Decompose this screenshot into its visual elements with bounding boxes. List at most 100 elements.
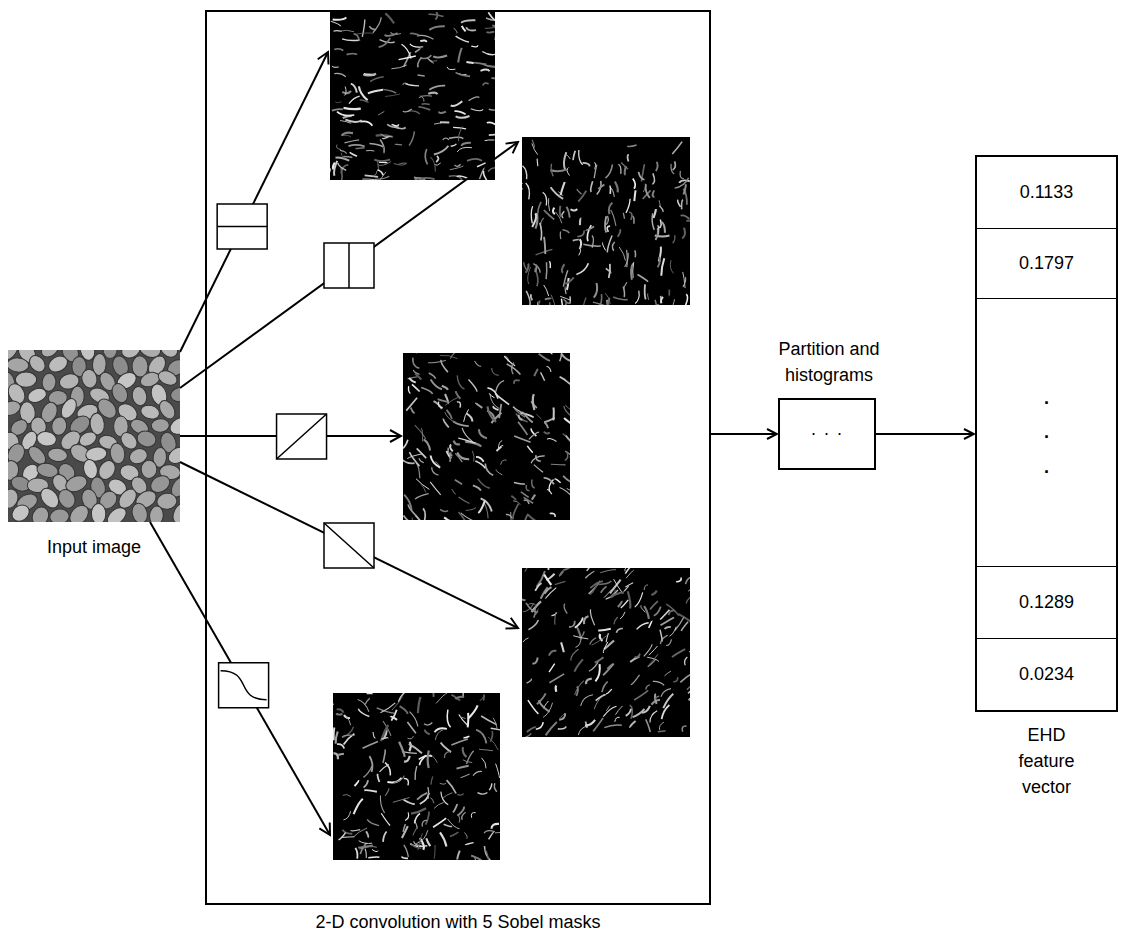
edge-stroke (488, 168, 495, 172)
edge-stroke (665, 627, 671, 629)
edge-stroke (404, 495, 411, 510)
edge-stroke (634, 690, 648, 700)
edge-stroke (593, 302, 606, 305)
edge-stroke (567, 488, 570, 491)
edge-stroke (660, 630, 662, 642)
sobel-mask-symbol (324, 523, 374, 568)
edge-stroke (366, 150, 374, 152)
edge-stroke (564, 406, 570, 416)
edge-stroke (577, 231, 584, 237)
edge-stroke (683, 272, 685, 288)
edge-stroke (465, 833, 468, 839)
edge-stroke (535, 265, 536, 272)
edge-stroke (365, 698, 370, 704)
edge-stroke (623, 213, 624, 219)
edge-stroke (403, 109, 412, 112)
bean (130, 502, 150, 522)
edge-stroke (385, 14, 394, 24)
edge-stroke (422, 103, 430, 105)
edge-texture (522, 140, 690, 305)
edge-stroke (433, 818, 446, 827)
edge-stroke (434, 163, 440, 165)
edge-stroke (385, 94, 400, 97)
edge-stroke (378, 111, 384, 115)
edge-stroke (689, 694, 691, 700)
edge-stroke (583, 163, 590, 167)
edge-stroke (425, 730, 430, 735)
edge-stroke (558, 727, 566, 729)
edge-stroke (541, 372, 545, 380)
filter-arrow (150, 522, 330, 835)
edge-stroke (543, 192, 547, 205)
edge-stroke (529, 620, 539, 630)
edge-stroke (337, 709, 344, 712)
edge-stroke (527, 679, 532, 683)
sobel-mask-symbol (324, 243, 374, 288)
edge-stroke (496, 381, 504, 392)
edge-stroke (631, 675, 640, 685)
edge-stroke (359, 841, 373, 844)
edge-stroke (654, 209, 657, 218)
edge-stroke (528, 700, 539, 714)
edge-stroke (345, 120, 361, 122)
edge-stroke (476, 403, 483, 408)
edge-stroke (417, 35, 434, 39)
edge-stroke (544, 423, 548, 428)
edge-stroke (565, 277, 574, 283)
edge-stroke (598, 185, 604, 189)
edge-stroke (336, 713, 342, 714)
edge-stroke (403, 460, 415, 464)
edge-stroke (532, 480, 535, 489)
edge-stroke (586, 679, 592, 685)
edge-stroke (680, 171, 684, 179)
edge-stroke (482, 758, 486, 768)
edge-stroke (471, 856, 481, 860)
edge-stroke (668, 290, 670, 296)
edge-stroke (367, 819, 379, 825)
edge-stroke (686, 596, 690, 603)
edge-stroke (583, 298, 586, 305)
edge-stroke (372, 850, 378, 852)
edge-stroke (689, 641, 690, 652)
edge-stroke (428, 361, 446, 363)
edge-stroke (342, 91, 351, 93)
edge-stroke (496, 764, 500, 778)
edge-stroke (538, 202, 541, 213)
edge-stroke (545, 262, 547, 279)
edge-stroke (544, 237, 545, 254)
edge-stroke (545, 588, 556, 599)
edge-stroke (482, 52, 495, 55)
edge-stroke (337, 744, 344, 748)
edge-stroke (488, 12, 495, 20)
edge-stroke (377, 162, 391, 166)
edge-stroke (611, 210, 616, 226)
edge-stroke (424, 439, 430, 450)
edge-stroke (513, 407, 523, 413)
edge-stroke (339, 833, 346, 840)
edge-stroke (571, 649, 579, 660)
edge-stroke (380, 796, 384, 814)
edge-stroke (652, 213, 654, 230)
feature-value: 0.1133 (1020, 181, 1074, 204)
edge-stroke (363, 74, 376, 76)
edge-stroke (618, 164, 621, 174)
edge-stroke (634, 190, 635, 201)
bean (156, 398, 178, 422)
edge-stroke (526, 183, 530, 199)
edge-stroke (373, 732, 375, 738)
edge-stroke (334, 161, 337, 176)
bean (135, 429, 158, 450)
edge-stroke (336, 158, 350, 161)
edge-stroke (407, 454, 422, 459)
edge-stroke (430, 157, 435, 171)
edge-stroke (421, 428, 422, 441)
edge-stroke (416, 479, 429, 490)
vector-cell: 0.0234 (977, 639, 1116, 710)
bean (130, 385, 148, 407)
edge-stroke (435, 728, 447, 732)
edge-stroke (499, 404, 501, 418)
edge-stroke (457, 375, 464, 389)
vector-cell: 0.1133 (977, 157, 1116, 229)
edge-stroke (680, 675, 690, 683)
edge-stroke (412, 384, 420, 391)
